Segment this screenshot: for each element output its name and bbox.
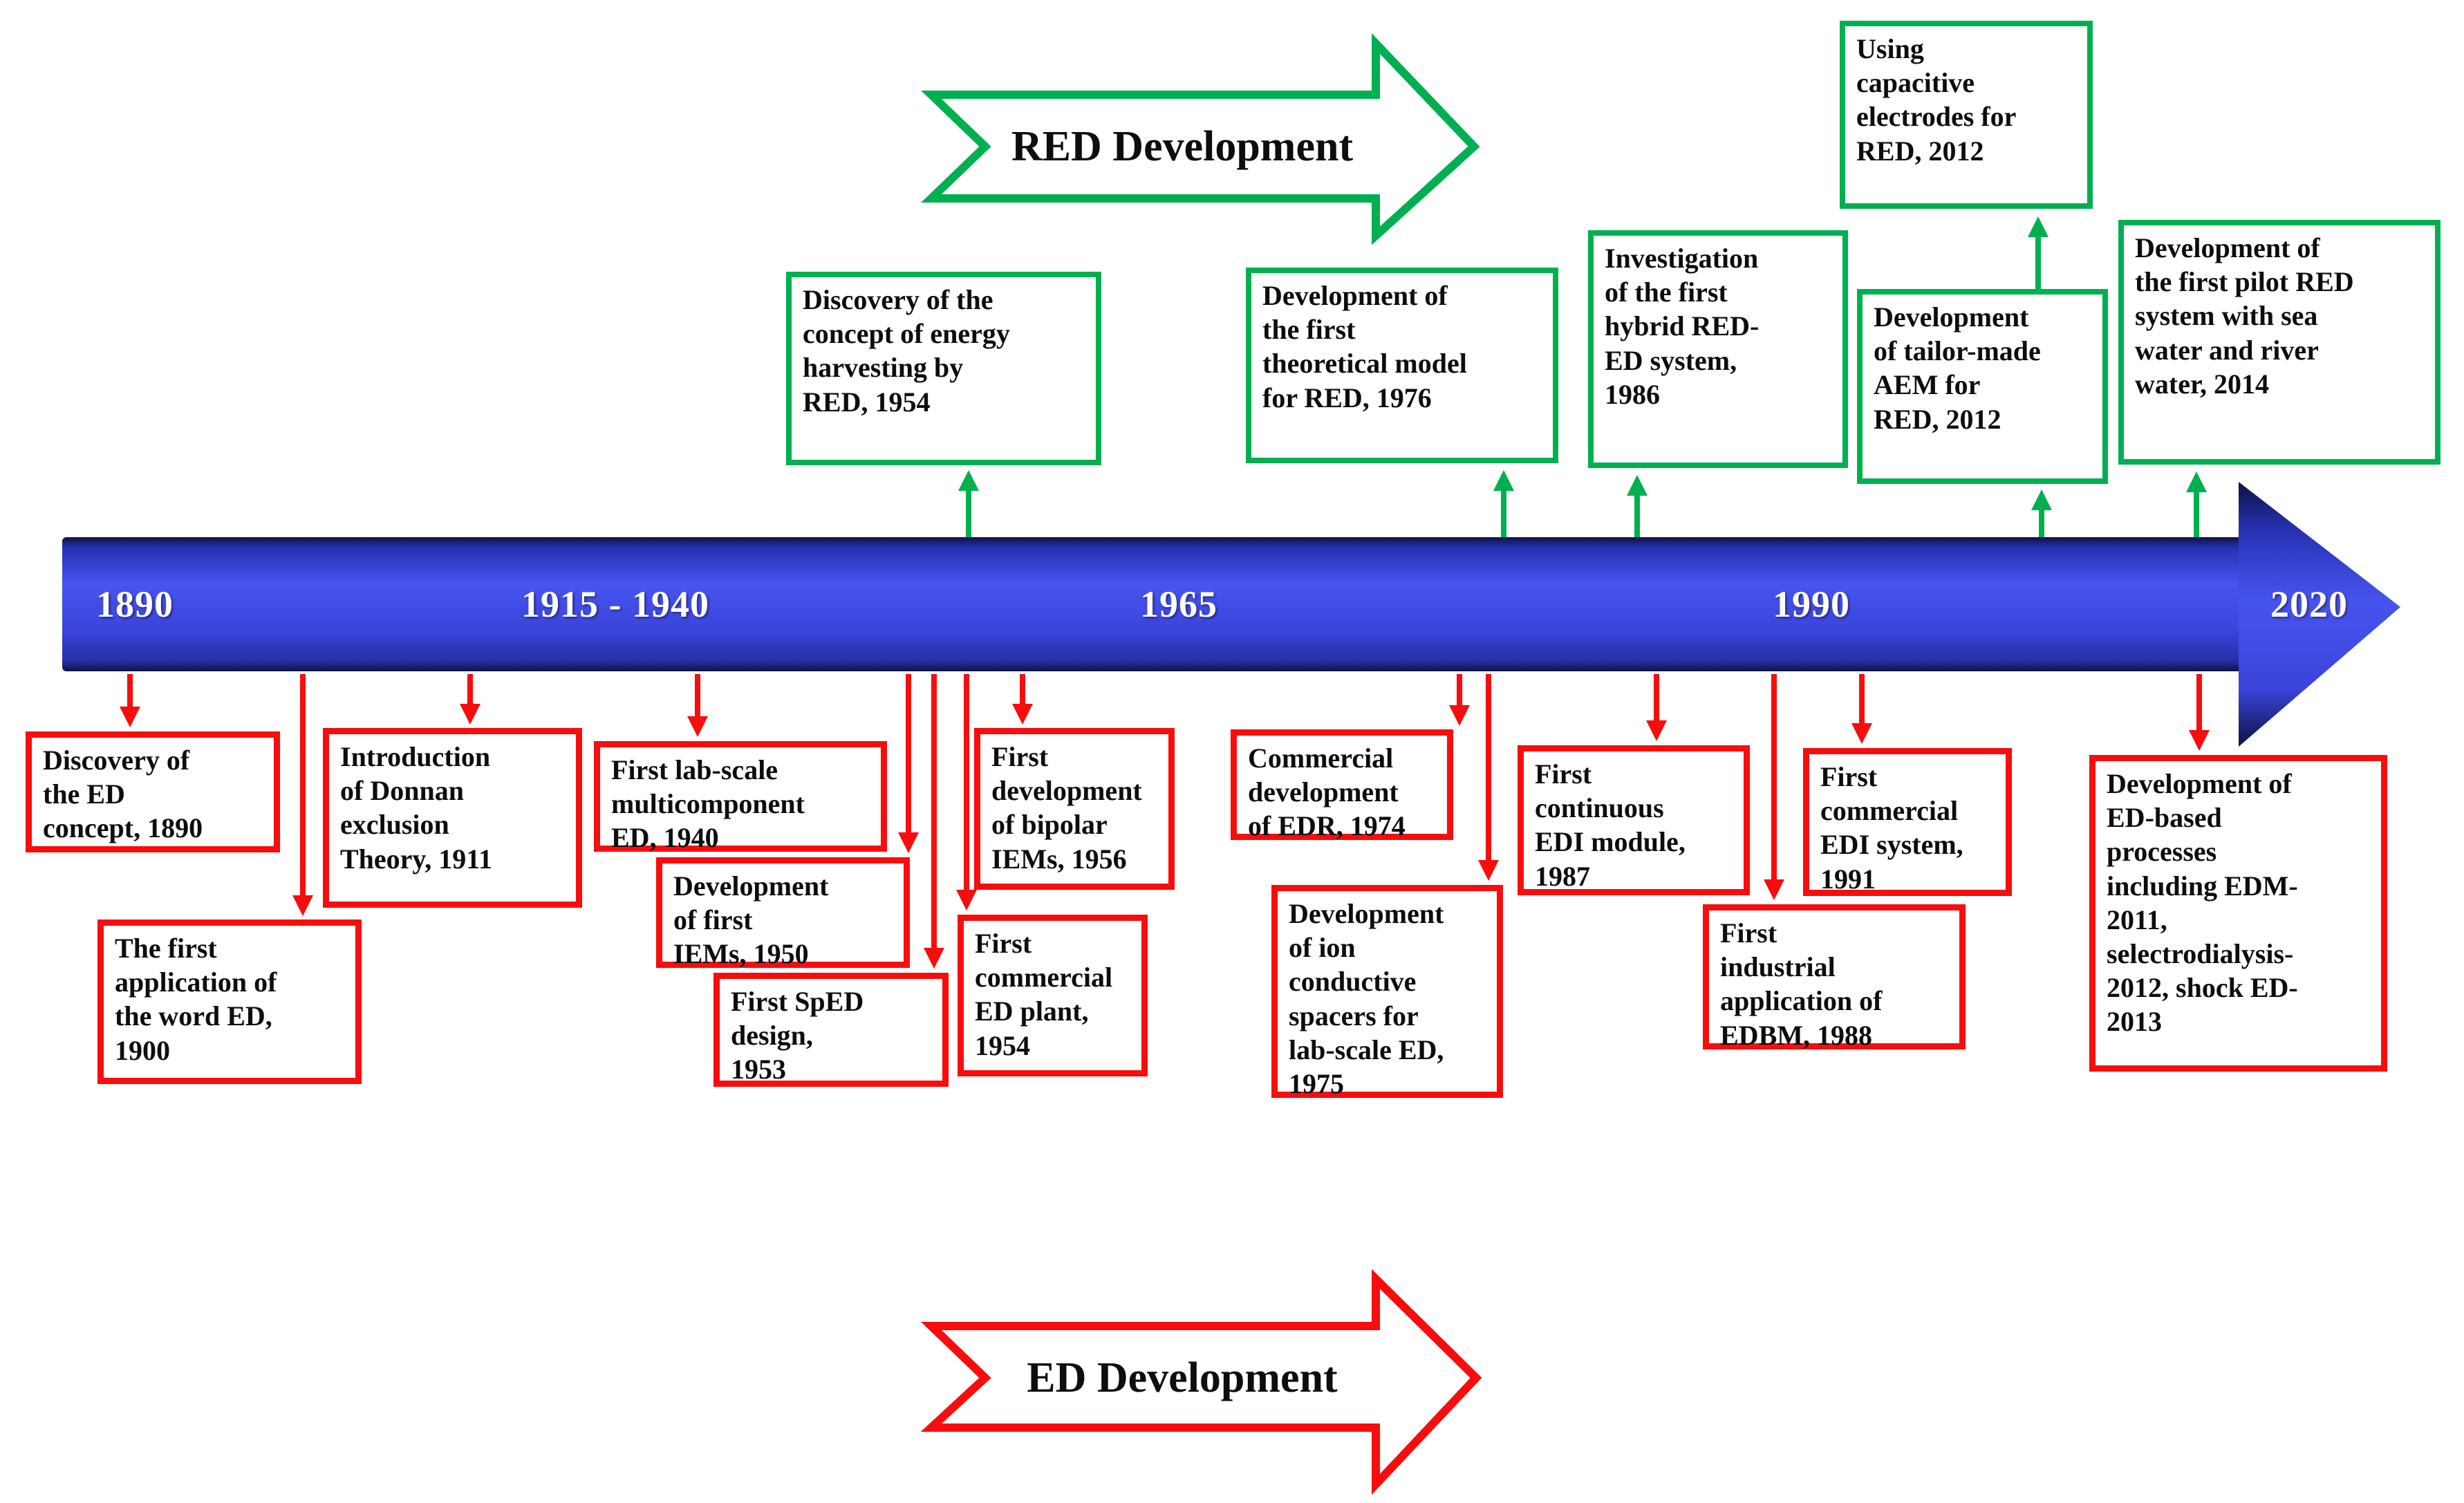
event-box-ed-based-2013: Development of ED-based processes includ…: [2089, 755, 2387, 1072]
event-box-word-ed-1900: The first application of the word ED, 19…: [97, 919, 362, 1084]
arrow-down-first-iems-1950: [898, 674, 919, 853]
event-box-sped-1953: First SpED design, 1953: [713, 973, 949, 1087]
event-box-pilot-red-2014: Development of the first pilot RED syste…: [2118, 220, 2440, 465]
red-development-banner-arrow: [921, 33, 1480, 245]
arrow-down-ed-based-2013: [2189, 674, 2210, 751]
arrow-link-aem-to-capacitive: [2028, 216, 2048, 289]
event-box-first-iems-1950: Development of first IEMs, 1950: [656, 857, 910, 969]
event-box-ed-plant-1954: First commercial ED plant, 1954: [958, 915, 1148, 1076]
event-box-spacers-1975: Development of ion conductive spacers fo…: [1271, 885, 1503, 1099]
arrow-down-ed-concept-1890: [120, 674, 140, 727]
event-box-theoretical-model-1976: Development of the first theoretical mod…: [1246, 268, 1558, 463]
arrow-down-donnan-1911: [460, 674, 480, 725]
arrow-down-ed-plant-1954: [956, 674, 977, 911]
ed-development-banner-label: ED Development: [1027, 1354, 1338, 1401]
event-box-tailor-made-aem-2012: Development of tailor-made AEM for RED, …: [1857, 289, 2108, 484]
event-box-bipolar-iems-1956: First development of bipolar IEMs, 1956: [974, 728, 1175, 890]
event-box-hybrid-red-ed-1986: Investigation of the first hybrid RED- E…: [1588, 230, 1848, 468]
event-box-edbm-1988: First industrial application of EDBM, 19…: [1703, 904, 1966, 1051]
event-box-harvesting-1954: Discovery of the concept of energy harve…: [786, 272, 1101, 465]
year-label-1915-1940: 1915 - 1940: [521, 584, 709, 625]
arrow-up-pilot-red-2014: [2186, 472, 2207, 537]
arrow-up-tailor-made-aem-2012: [2031, 489, 2052, 537]
arrow-down-edr-1974: [1449, 674, 1470, 726]
arrow-down-word-ed-1900: [292, 674, 313, 916]
event-box-ed-concept-1890: Discovery of the ED concept, 1890: [26, 731, 280, 852]
event-box-edr-1974: Commercial development of EDR, 1974: [1231, 729, 1453, 841]
arrow-down-spacers-1975: [1478, 674, 1499, 881]
year-label-1890: 1890: [96, 584, 174, 625]
arrow-up-hybrid-red-ed-1986: [1627, 475, 1648, 537]
year-label-1965: 1965: [1140, 584, 1217, 625]
timeline-arrowhead: [2239, 482, 2400, 747]
arrow-down-sped-1953: [924, 674, 944, 969]
arrow-down-bipolar-iems-1956: [1012, 674, 1033, 725]
event-box-capacitive-electrodes-2012: Using capacitive electrodes for RED, 201…: [1840, 21, 2093, 209]
event-box-donnan-1911: Introduction of Donnan exclusion Theory,…: [323, 728, 582, 908]
arrow-up-theoretical-model-1976: [1493, 470, 1514, 537]
event-box-lab-scale-1940: First lab-scale multicomponent ED, 1940: [594, 741, 887, 853]
ed-development-banner-arrow: [920, 1269, 1482, 1495]
year-label-1990: 1990: [1773, 584, 1850, 625]
arrow-up-harvesting-1954: [958, 470, 979, 537]
timeline-bar: [62, 537, 2240, 671]
arrow-down-edi-system-1991: [1851, 674, 1872, 744]
arrow-down-lab-scale-1940: [687, 674, 708, 737]
event-box-edi-system-1991: First commercial EDI system, 1991: [1803, 748, 2012, 896]
arrow-down-edbm-1988: [1764, 674, 1784, 900]
red-development-banner-label: RED Development: [1011, 123, 1354, 170]
arrow-down-edi-module-1987: [1646, 674, 1667, 741]
event-box-edi-module-1987: First continuous EDI module, 1987: [1518, 745, 1750, 895]
year-label-2020: 2020: [2270, 584, 2348, 625]
